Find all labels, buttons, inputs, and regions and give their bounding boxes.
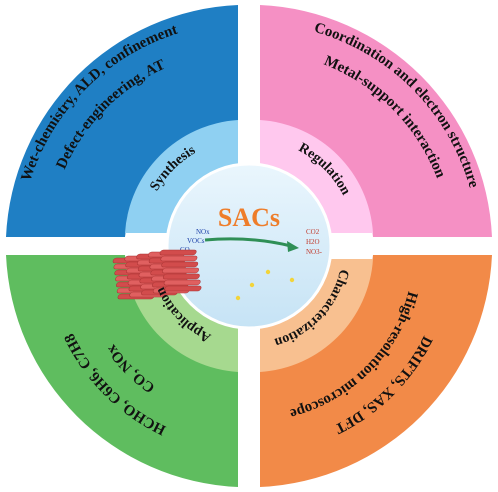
single-atom-site: [249, 282, 255, 288]
inner-segment-regulation: [260, 120, 373, 233]
reaction-arrow: [204, 237, 299, 252]
catalyst-rod: [164, 285, 202, 292]
catalyst-rod: [159, 249, 197, 256]
single-atom-site: [235, 295, 241, 301]
outer-segment-application-targets: [6, 255, 238, 487]
catalyst-rod: [161, 261, 199, 268]
catalyst-rod: [160, 255, 198, 262]
outer-segment-regulation-factors: [260, 5, 492, 237]
catalyst-rod: [163, 279, 201, 286]
catalyst-rod: [162, 273, 200, 280]
reactant-label: VOCs: [187, 237, 205, 245]
center-title: SACs: [218, 203, 280, 232]
inner-segment-synthesis: [125, 120, 238, 233]
outer-segment-synthesis-methods: [6, 5, 238, 237]
catalyst-slab-illustration: [112, 249, 295, 301]
outer-segment-characterization-tools: [260, 255, 492, 487]
product-label: NO3-: [306, 248, 323, 256]
inner-segment-characterizations: [260, 259, 373, 372]
single-atom-site: [289, 277, 295, 283]
center-circle: [165, 162, 333, 330]
product-label: H2O: [306, 238, 320, 246]
catalyst-rod: [162, 267, 199, 274]
product-label: CO2: [306, 228, 320, 236]
reactant-label: NOx: [196, 228, 210, 236]
single-atom-site: [265, 269, 271, 275]
